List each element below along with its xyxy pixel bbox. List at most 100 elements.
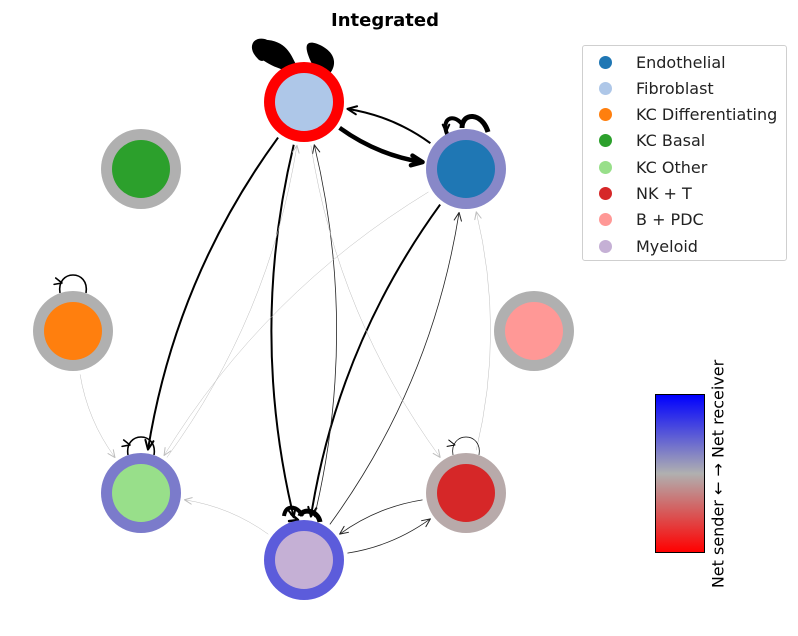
edge-arrowhead [408, 153, 425, 168]
edge-line [347, 107, 431, 144]
legend-label: KC Differentiating [636, 105, 778, 125]
self-loop-line [59, 274, 87, 294]
edge-myeloid-to-kc-other [183, 497, 269, 535]
legend-item: Endothelial [583, 50, 726, 74]
edge-endothelial-to-kc-other [163, 191, 429, 457]
legend-item: KC Basal [583, 129, 705, 153]
legend-marker-icon [599, 187, 612, 200]
edge-arrowhead [107, 449, 116, 459]
self-loop-kc-other [121, 436, 155, 456]
legend-marker-icon [599, 55, 612, 69]
self-loop-line [459, 114, 491, 133]
legend-marker-icon [599, 81, 612, 95]
edge-line [347, 518, 431, 554]
edge-arrowhead [421, 518, 431, 528]
self-loop-myeloid [282, 505, 323, 523]
edge-nk-t-to-endothelial [474, 211, 491, 451]
node-core [505, 302, 563, 360]
self-loop-endothelial [441, 114, 491, 137]
node-kc-differentiating [33, 291, 113, 371]
chart-title: Integrated [331, 10, 439, 31]
edge-arrowhead [441, 123, 451, 133]
edge-arrowhead [453, 211, 462, 222]
node-kc-other [101, 453, 181, 533]
legend-item: Fibroblast [583, 76, 714, 100]
edge-nk-t-to-myeloid [339, 499, 423, 535]
node-b-pdc [494, 291, 574, 371]
edges-layer [79, 105, 491, 554]
legend-label: Endothelial [636, 52, 726, 72]
node-kc-basal [101, 129, 181, 209]
edge-kc-differentiating-to-kc-other [79, 374, 116, 459]
node-endothelial [426, 129, 506, 209]
node-core [112, 464, 170, 522]
edge-line [476, 211, 491, 451]
legend-label: B + PDC [636, 210, 704, 230]
edge-line [338, 126, 423, 165]
legend-label: Myeloid [636, 236, 698, 256]
edge-line [313, 144, 338, 518]
edge-arrowhead [121, 439, 131, 448]
edge-line [146, 136, 279, 450]
edge-fibroblast-to-kc-other [144, 136, 279, 451]
edge-arrowhead [287, 512, 300, 523]
edge-arrowhead [312, 144, 321, 155]
edge-fibroblast-to-nk-t [310, 145, 441, 458]
self-loop-line [127, 436, 155, 456]
edge-fibroblast-to-myeloid [270, 144, 297, 519]
node-fibroblast [264, 62, 344, 142]
legend-item: Myeloid [583, 234, 698, 258]
self-loop-nk-t [446, 436, 480, 456]
edge-arrowhead [339, 525, 349, 535]
edge-line [310, 145, 441, 458]
legend-item: NK + T [583, 182, 692, 206]
node-core [275, 73, 333, 131]
edge-line [166, 145, 298, 458]
edge-fibroblast-to-endothelial [338, 126, 425, 168]
node-core [437, 464, 495, 522]
colorbar-label: Net sender ← → Net receiver [708, 359, 728, 589]
legend-marker-icon [599, 160, 612, 174]
legend-marker-icon [599, 239, 612, 253]
legend-marker-icon [599, 213, 612, 227]
legend-item: B + PDC [583, 208, 704, 232]
legend-item: KC Differentiating [583, 103, 777, 127]
nodes-layer [33, 62, 574, 600]
node-core [112, 140, 170, 198]
node-core [275, 531, 333, 589]
node-core [44, 302, 102, 360]
edge-arrowhead [432, 449, 441, 458]
edge-line [309, 204, 441, 517]
edge-myeloid-to-nk-t [347, 518, 431, 554]
edge-endothelial-to-myeloid [307, 204, 441, 518]
edge-arrowhead [163, 447, 172, 457]
edge-kc-other-to-fibroblast [166, 144, 300, 458]
node-core [437, 140, 495, 198]
edge-arrowhead [144, 438, 155, 451]
edge-arrowhead [446, 439, 456, 447]
self-loop-kc-differentiating [53, 274, 87, 294]
edge-arrowhead [183, 497, 193, 505]
legend-item: KC Other [583, 155, 707, 179]
edge-line [339, 499, 423, 535]
self-loop-line [297, 508, 323, 523]
self-loop-line [452, 436, 480, 456]
legend-label: NK + T [636, 184, 692, 203]
edge-myeloid-to-fibroblast [312, 144, 338, 518]
edge-arrowhead [53, 277, 63, 286]
node-nk-t [426, 453, 506, 533]
node-myeloid [264, 520, 344, 600]
edge-line [79, 374, 116, 458]
edge-line [329, 212, 460, 525]
legend-label: KC Basal [636, 131, 706, 151]
legend-marker-icon [599, 134, 612, 148]
colorbar [655, 394, 705, 553]
edge-arrowhead [292, 144, 300, 154]
edge-line [184, 499, 269, 535]
edge-arrowhead [474, 211, 482, 221]
edge-line [163, 191, 429, 456]
legend-label: KC Other [636, 157, 708, 177]
edge-myeloid-to-endothelial [329, 211, 462, 525]
